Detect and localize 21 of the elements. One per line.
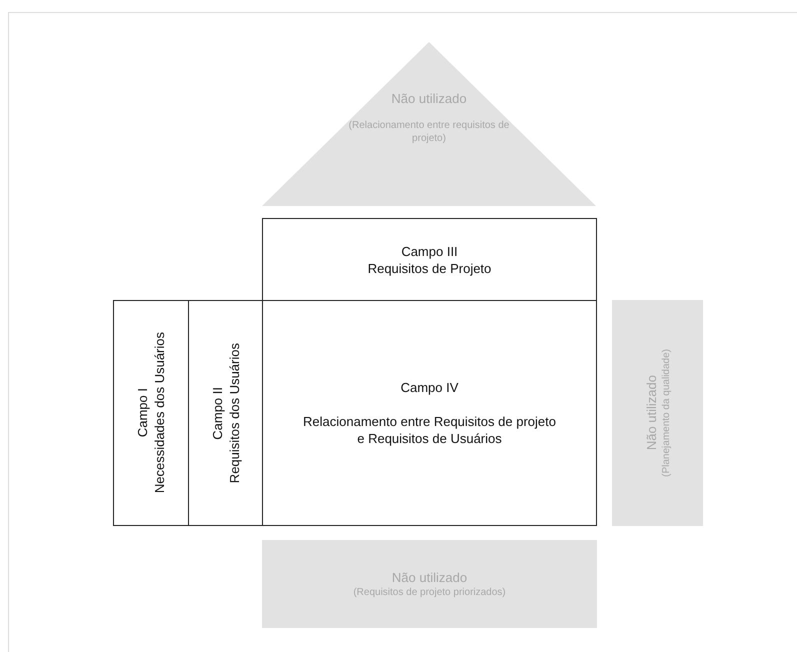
field-heading: Não utilizado [642,375,660,451]
roof-triangle [262,42,596,206]
field-description: Relacionamento entre Requisitos de projeto e Requisitos de Usuários [303,413,556,447]
field-description: (Relacionamento entre requisitos de projeto) [348,119,510,145]
field-description: (Requisitos de projeto priorizados) [353,586,506,599]
field-heading: Não utilizado [392,569,468,586]
field-heading: Campo II [208,386,226,440]
matrix-field [113,300,189,526]
field-description: Requisitos dos Usuários [226,342,242,484]
field-heading: Campo IV [400,379,458,396]
field-heading: Campo III [401,242,458,260]
matrix-field [188,300,263,526]
matrix-field [262,300,597,526]
unused-field [262,540,597,628]
matrix-field [262,218,597,301]
field-heading: Não utilizado [391,90,467,107]
field-description: Necessidades dos Usuários [151,332,168,494]
field-description: Requisitos de Projeto [368,260,492,276]
field-description: (Planejamento da qualidade) [660,349,672,477]
field-heading: Campo I [134,388,151,438]
unused-field [612,300,703,526]
